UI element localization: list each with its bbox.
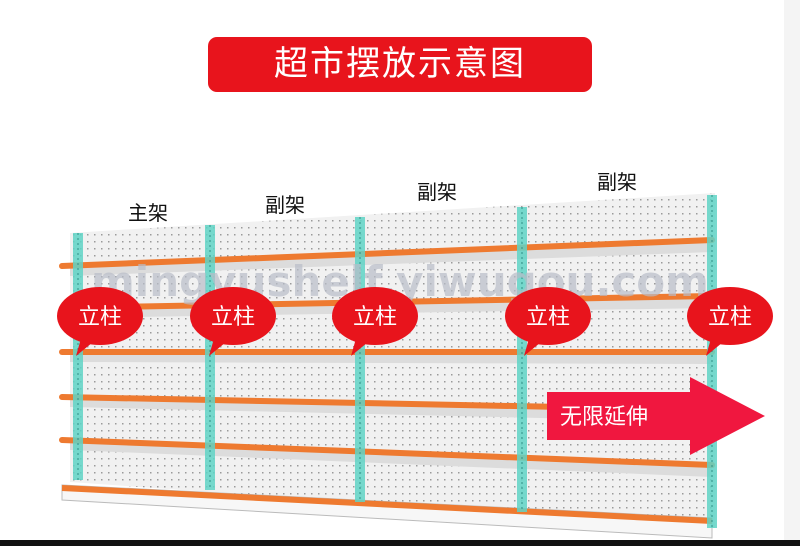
callout-label: 立柱	[353, 305, 397, 330]
upright-callout: 立柱	[190, 287, 276, 356]
shelf-edge	[59, 437, 715, 468]
arrow-label: 无限延伸	[560, 405, 648, 430]
arrow-shape	[547, 377, 765, 455]
frame-label: 副架	[597, 170, 637, 194]
upright-post	[355, 217, 365, 502]
bottom-border	[0, 540, 800, 546]
upright-callout: 立柱	[332, 287, 418, 356]
shelf-edge	[59, 237, 715, 269]
upright-callout: 立柱	[505, 287, 591, 356]
upright-post	[73, 233, 83, 480]
callout-label: 立柱	[526, 305, 570, 330]
upright-post	[517, 207, 527, 512]
extend-arrow: 无限延伸	[547, 377, 765, 455]
base-edge	[61, 485, 713, 524]
upright-callout: 立柱	[57, 287, 143, 356]
callout-bubble	[57, 287, 143, 345]
callout-label: 立柱	[78, 305, 122, 330]
upright-post	[205, 225, 215, 490]
right-edge-strip	[784, 0, 800, 540]
frame-label: 副架	[265, 193, 305, 217]
shelf-board	[70, 354, 712, 364]
callout-label: 立柱	[211, 305, 255, 330]
callout-bubble	[190, 287, 276, 345]
upright-callout: 立柱	[687, 287, 773, 356]
shelf-board	[70, 242, 712, 276]
callout-bubble	[505, 287, 591, 345]
callout-label: 立柱	[708, 305, 752, 330]
callout-bubble	[332, 287, 418, 345]
frame-label: 副架	[417, 180, 457, 204]
title-banner: 超市摆放示意图	[208, 37, 592, 92]
callout-bubble	[687, 287, 773, 345]
shelf-board	[70, 442, 712, 477]
frame-label: 主架	[128, 201, 168, 225]
